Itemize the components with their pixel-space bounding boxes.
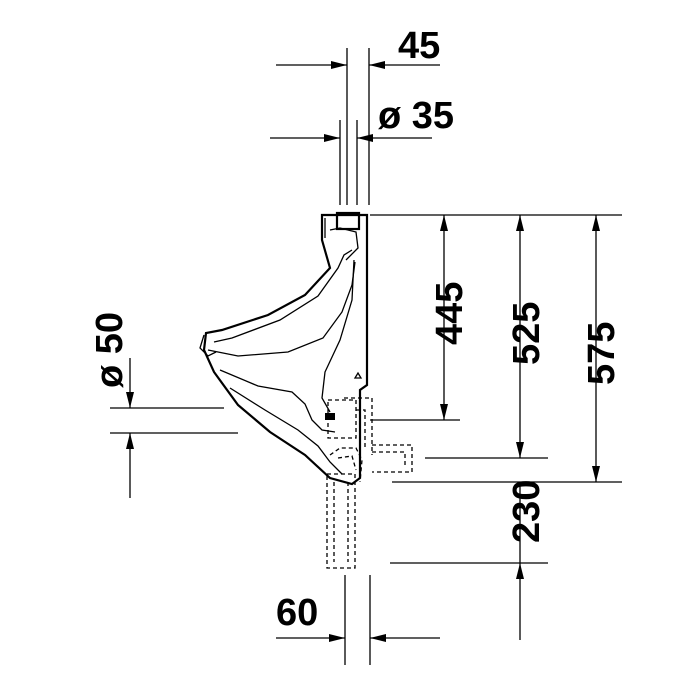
dim-60: 60 [276,575,440,665]
outlet-siphon [325,371,413,569]
dim-45: 45 [276,25,440,69]
dim-230: 230 [506,480,548,640]
dim-60-label: 60 [276,592,318,634]
reference-lines [370,214,622,564]
dim-445-label: 445 [429,282,471,345]
dim-diameter-50-label: ø 50 [89,312,131,388]
urinal-outline [199,213,369,486]
dim-diameter-35: ø 35 [270,95,454,142]
dim-575: 575 [581,215,623,482]
dim-445: 445 [429,215,471,420]
dim-45-label: 45 [398,25,440,67]
dim-230-label: 230 [506,480,548,543]
dim-diameter-50: ø 50 [89,312,238,498]
inlet-pipe [335,48,370,231]
dim-525: 525 [506,215,548,458]
dim-575-label: 575 [581,322,623,385]
dim-525-label: 525 [506,302,548,365]
dim-diameter-35-label: ø 35 [378,95,454,137]
